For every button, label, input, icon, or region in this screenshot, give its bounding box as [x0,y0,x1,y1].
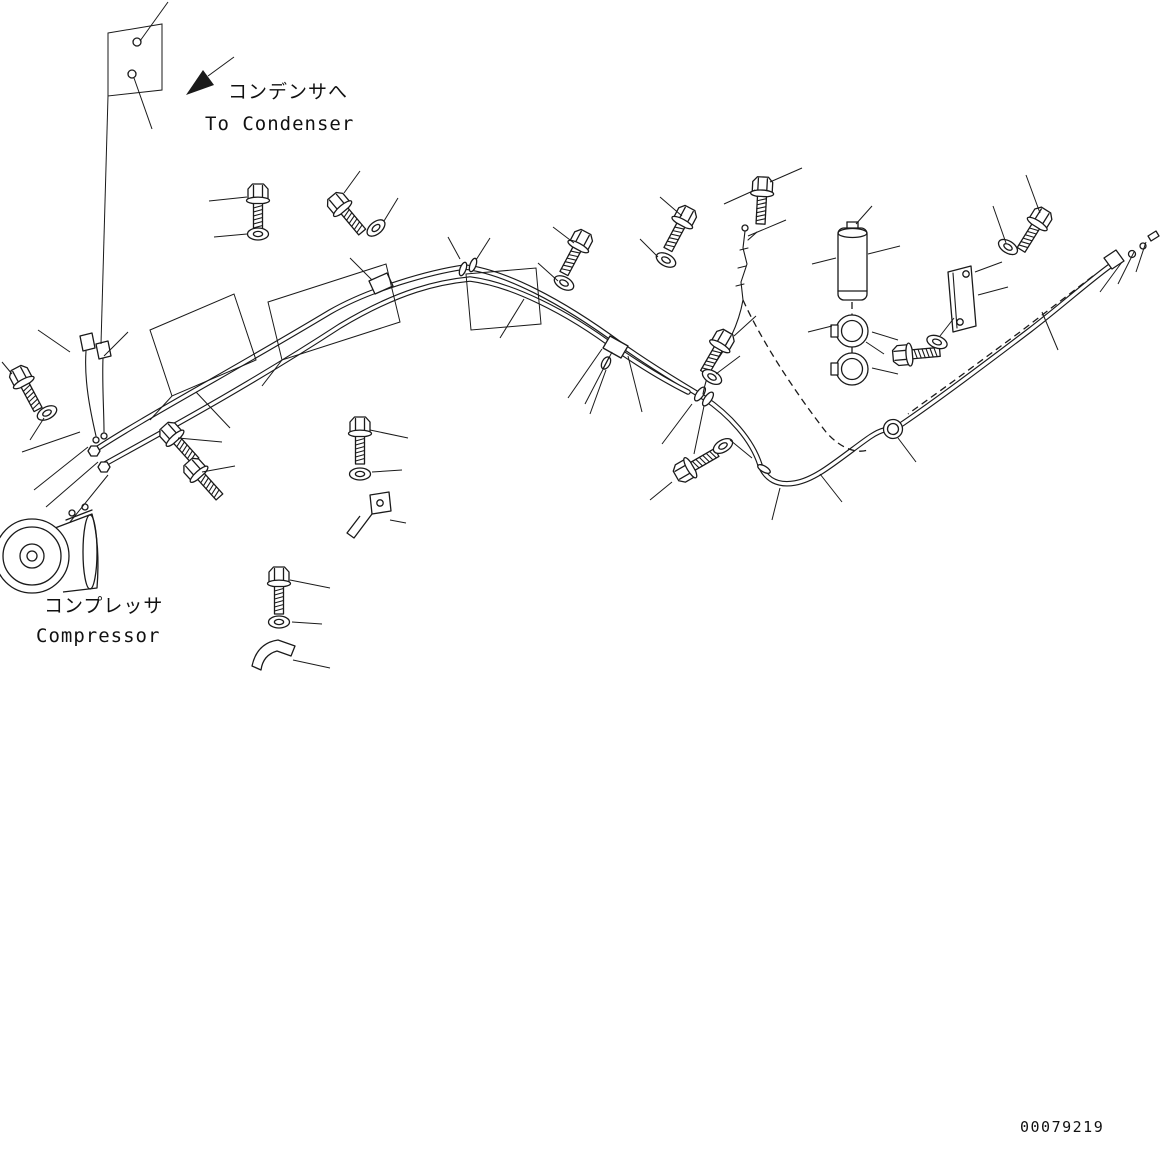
callout-box [465,267,542,331]
band-clamp [830,314,869,348]
hose-fittings [368,230,1160,475]
bolt [1010,203,1057,257]
compressor-label-en: Compressor [36,625,160,647]
junction-block [602,335,629,359]
washer [653,249,679,271]
bolts [5,175,1057,615]
callout-box [149,293,257,397]
washer [348,467,372,481]
small-brackets [251,491,392,671]
bolt [553,225,597,280]
bolt [657,201,701,256]
strap-bracket [251,639,296,671]
bolt [5,361,49,416]
bolt [347,416,373,465]
bolt [266,566,292,615]
band-clamp [830,352,869,386]
leader-lines [1,167,1147,669]
bolt [178,453,229,506]
washer [995,235,1021,259]
direction-arrow [186,56,235,95]
top-left-callout [100,1,235,345]
hose-assembly [92,263,1113,487]
fitting-nut [97,461,111,473]
hose-clamp [757,463,771,475]
hose-end-fitting [1103,249,1125,270]
callout-box [267,263,401,361]
to-condenser-label-en: To Condenser [205,113,354,135]
stud [1147,230,1160,242]
washer [551,272,577,294]
mounting-bracket [947,265,977,333]
hidden-hose-line [907,275,1094,415]
wiring-harness [79,332,112,444]
callout-boxes [149,263,542,397]
bolt [748,175,776,226]
receiver-drier [837,227,868,301]
bolt [693,325,739,380]
washer [267,615,291,629]
receiver-drier-group [830,221,977,386]
hose-clamp [458,261,468,277]
drawing-number: 00079219 [1020,1118,1104,1136]
fitting-nut [87,445,101,457]
junction-block [368,272,394,295]
to-condenser-label-jp: コンデンサへ [228,81,348,103]
grommet-loop [886,422,900,436]
washer [246,227,270,241]
compressor-drawing [0,332,112,594]
hose-clamp [468,257,478,273]
bolt [245,183,271,232]
hidden-hose-line [742,299,869,452]
z-bracket [346,491,392,539]
compressor-label-jp: コンプレッサ [44,595,163,617]
hose-clamp [701,391,715,407]
bolt [322,187,372,241]
